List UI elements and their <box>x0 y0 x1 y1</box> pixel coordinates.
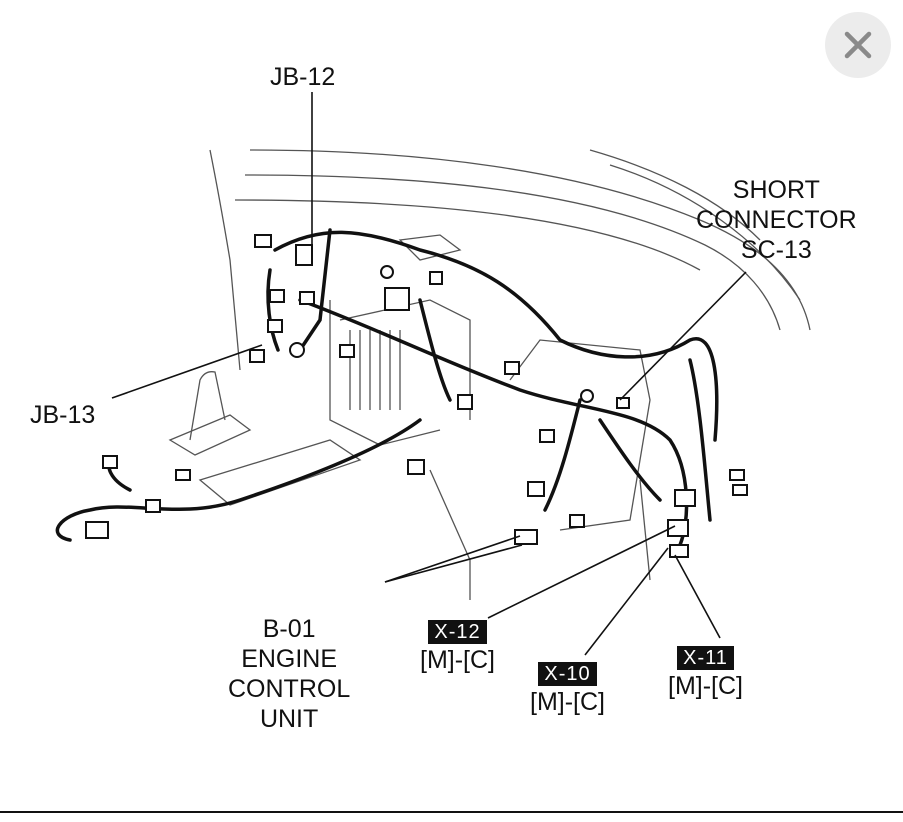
label-short-connector-line3: SC-13 <box>740 236 812 264</box>
label-x-11: X-11 [M]-[C] <box>668 641 743 701</box>
label-x-12: X-12 [M]-[C] <box>420 615 495 675</box>
label-ecu-line4: UNIT <box>259 705 319 733</box>
label-x-10-sub: [M]-[C] <box>530 688 605 716</box>
label-ecu-line1: B-01 <box>262 615 316 643</box>
label-jb-13: JB-13 <box>30 401 96 429</box>
bottom-divider <box>0 811 903 813</box>
label-ecu-line2: ENGINE <box>241 645 338 673</box>
label-x-10: X-10 [M]-[C] <box>530 657 605 717</box>
label-engine-control-unit: B-01 ENGINE CONTROL UNIT <box>228 614 350 734</box>
label-short-connector-line2: CONNECTOR <box>696 206 857 234</box>
harness-wires <box>55 228 719 547</box>
connectors <box>85 234 748 558</box>
label-jb-12: JB-12 <box>270 63 336 91</box>
label-x-12-sub: [M]-[C] <box>420 646 495 674</box>
label-short-connector: SHORT CONNECTOR SC-13 <box>696 175 857 265</box>
close-icon <box>844 31 872 59</box>
label-x-11-sub: [M]-[C] <box>668 672 743 700</box>
label-x-11-code: X-11 <box>677 646 734 670</box>
label-x-10-code: X-10 <box>538 662 597 686</box>
leader-lines <box>111 92 747 656</box>
label-x-12-code: X-12 <box>428 620 487 644</box>
close-button[interactable] <box>825 12 891 78</box>
label-short-connector-line1: SHORT <box>732 176 820 204</box>
label-ecu-line3: CONTROL <box>228 675 351 703</box>
